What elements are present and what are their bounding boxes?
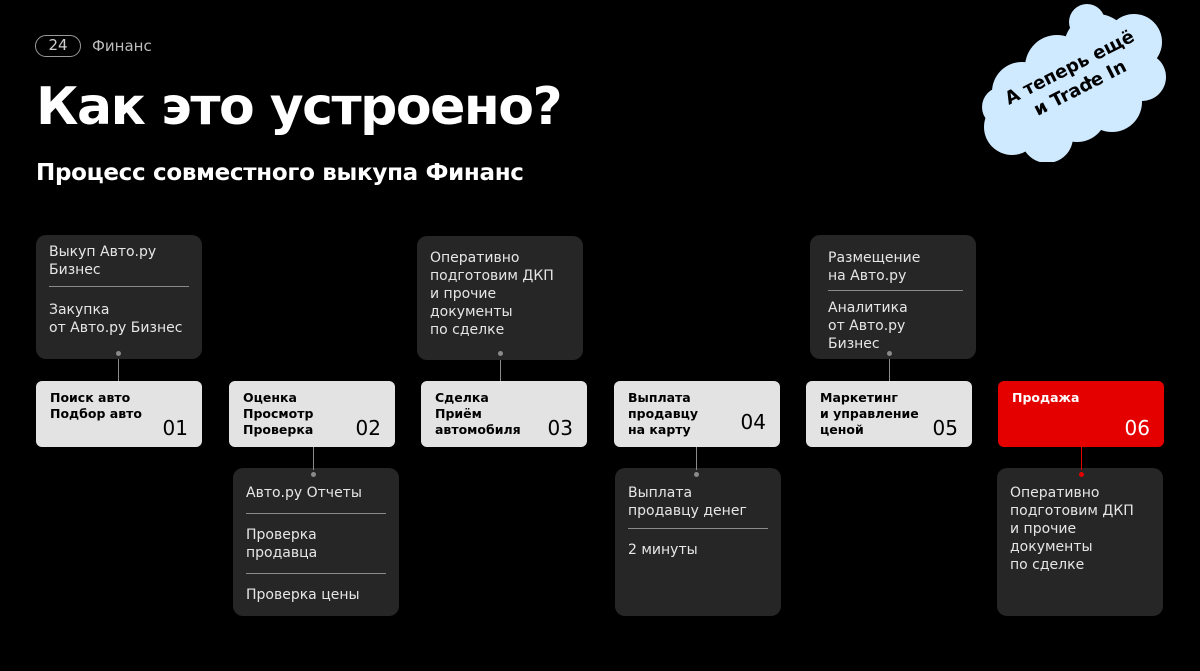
card-item: Размещение на Авто.ру xyxy=(828,250,921,284)
step-03: Сделка Приём автомобиля 03 xyxy=(421,381,587,447)
card-divider xyxy=(628,528,768,529)
step-04: Выплата продавцу на карту 04 xyxy=(614,381,780,447)
page-subtitle: Процесс совместного выкупа Финанс xyxy=(36,160,524,186)
cloud-badge-shape xyxy=(982,4,1166,162)
step-3-info-card: Оперативно подготовим ДКП и прочие докум… xyxy=(417,236,583,360)
page-title: Как это устроено? xyxy=(36,77,563,137)
step-label: Продажа xyxy=(1012,390,1080,405)
step-number: 04 xyxy=(740,410,766,434)
step-number: 03 xyxy=(547,416,573,440)
step-4-connector xyxy=(696,446,697,470)
step-label: Выплата продавцу на карту xyxy=(628,390,699,437)
card-divider xyxy=(828,290,963,291)
step-number: 01 xyxy=(162,416,188,440)
page-number-badge: 24 xyxy=(35,35,81,57)
step-label: Оценка Просмотр Проверка xyxy=(243,390,314,437)
step-05: Маркетинг и управление ценой 05 xyxy=(806,381,972,447)
card-item: Выкуп Авто.ру Бизнес xyxy=(49,244,157,278)
card-divider xyxy=(246,513,386,514)
card-item: Проверка продавца xyxy=(246,527,318,561)
step-6-info-card: Оперативно подготовим ДКП и прочие докум… xyxy=(997,468,1163,616)
card-item: 2 минуты xyxy=(628,542,698,558)
section-label: Финанс xyxy=(92,37,152,55)
step-label: Сделка Приём автомобиля xyxy=(435,390,521,437)
card-divider xyxy=(49,286,189,287)
step-number: 02 xyxy=(355,416,381,440)
step-number: 05 xyxy=(932,416,958,440)
card-item: Оперативно подготовим ДКП и прочие докум… xyxy=(1010,485,1134,573)
card-item: Авто.ру Отчеты xyxy=(246,485,362,501)
step-02: Оценка Просмотр Проверка 02 xyxy=(229,381,395,447)
step-1-connector xyxy=(118,359,119,381)
card-item: Закупка от Авто.ру Бизнес xyxy=(49,302,183,336)
card-item: Аналитика от Авто.ру Бизнес xyxy=(828,300,908,352)
card-divider xyxy=(246,573,386,574)
step-3-connector-dot xyxy=(498,351,503,356)
step-2-connector xyxy=(313,446,314,470)
step-4-connector-dot xyxy=(694,472,699,477)
step-label: Маркетинг и управление ценой xyxy=(820,390,919,437)
step-4-info-card: Выплата продавцу денег 2 минуты xyxy=(615,468,781,616)
step-2-connector-dot xyxy=(311,472,316,477)
step-5-info-card: Размещение на Авто.ру Аналитика от Авто.… xyxy=(810,235,976,359)
step-06: Продажа 06 xyxy=(998,381,1164,447)
card-item: Выплата продавцу денег xyxy=(628,485,747,519)
step-1-connector-dot xyxy=(116,351,121,356)
step-label: Поиск авто Подбор авто xyxy=(50,390,142,421)
step-number: 06 xyxy=(1124,416,1150,440)
step-01: Поиск авто Подбор авто 01 xyxy=(36,381,202,447)
step-2-info-card: Авто.ру Отчеты Проверка продавца Проверк… xyxy=(233,468,399,616)
step-6-connector xyxy=(1081,446,1082,470)
step-3-connector xyxy=(500,360,501,381)
step-6-connector-dot xyxy=(1079,472,1084,477)
step-5-connector-dot xyxy=(887,351,892,356)
card-item: Проверка цены xyxy=(246,587,360,603)
step-5-connector xyxy=(889,359,890,381)
step-1-info-card: Выкуп Авто.ру Бизнес Закупка от Авто.ру … xyxy=(36,235,202,359)
card-item: Оперативно подготовим ДКП и прочие докум… xyxy=(430,250,554,338)
